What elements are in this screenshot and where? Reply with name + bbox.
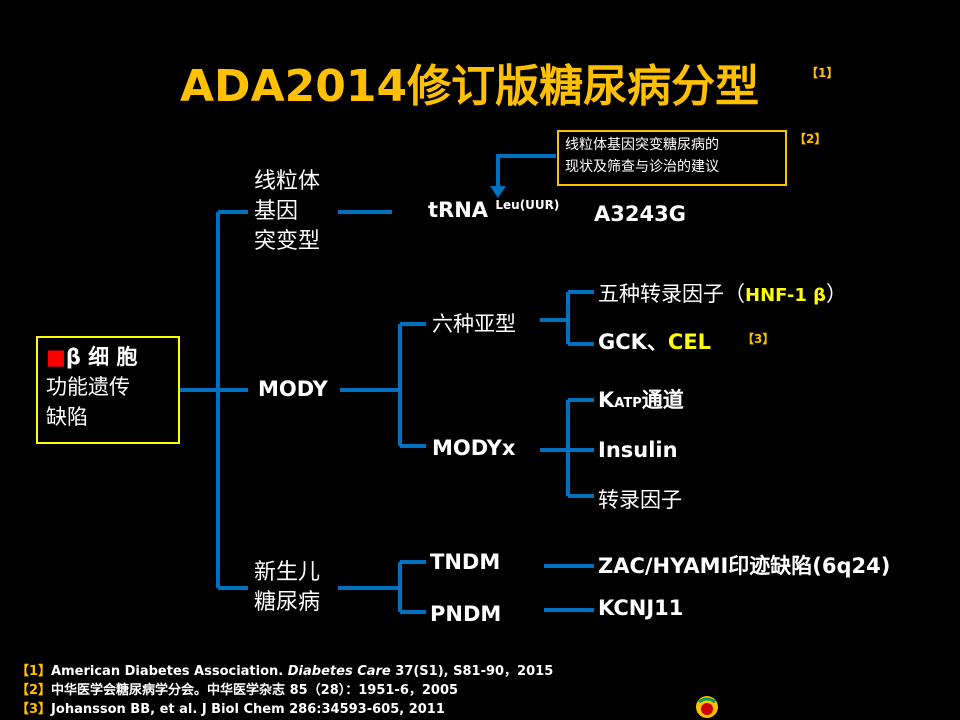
katp-rest: 通道 bbox=[641, 388, 684, 412]
logo-icon bbox=[696, 696, 718, 718]
subtype-modyx: MODYx bbox=[432, 436, 516, 460]
root-line-3: 缺陷 bbox=[46, 405, 88, 429]
note-ref: 【2】 bbox=[794, 132, 827, 146]
item-hnf: 五种转录因子（HNF-1 β） bbox=[598, 278, 847, 308]
mito-line-2: 基因 bbox=[254, 199, 299, 224]
trna-label: tRNA Leu(UUR) bbox=[428, 198, 559, 222]
reference-1: 【1】American Diabetes Association. Diabet… bbox=[16, 660, 553, 679]
page-title: ADA2014修订版糖尿病分型 bbox=[180, 50, 759, 114]
reference-1-pre: American Diabetes Association. bbox=[51, 664, 288, 679]
mito-line-3: 突变型 bbox=[254, 229, 321, 254]
item-pndm-desc: KCNJ11 bbox=[598, 596, 684, 620]
neonatal-line-2: 糖尿病 bbox=[254, 590, 321, 615]
bullet-icon: ■ bbox=[46, 345, 66, 369]
root-line-2: 功能遗传 bbox=[46, 375, 130, 399]
note-line-2: 现状及筛查与诊治的建议 bbox=[565, 159, 719, 175]
subtype-six: 六种亚型 bbox=[432, 312, 516, 336]
katp-k: K bbox=[598, 388, 615, 412]
trna-text: tRNA bbox=[428, 198, 489, 222]
item-hnf-name: HNF-1 β bbox=[745, 285, 827, 306]
note-line-1: 线粒体基因突变糖尿病的 bbox=[565, 137, 719, 153]
katp-sub: ATP bbox=[614, 396, 642, 411]
reference-2-pre: 中华医学会糖尿病学分会。中华医学杂志 85（28）：1951-6，2005 bbox=[51, 683, 459, 698]
note-arrow-head bbox=[490, 186, 506, 198]
item-cel-text: CEL bbox=[667, 330, 712, 354]
neonatal-line-1: 新生儿 bbox=[254, 560, 321, 585]
root-box: ■β 细 胞 功能遗传 缺陷 bbox=[36, 336, 180, 444]
item-katp: KATP通道 bbox=[598, 384, 684, 414]
reference-1-journal: Diabetes Care bbox=[287, 664, 391, 679]
mito-line-1: 线粒体 bbox=[254, 169, 321, 194]
root-line-1: β 细 胞 bbox=[65, 345, 138, 369]
reference-3-key: 【3】 bbox=[16, 702, 52, 717]
item-hnf-close: ） bbox=[826, 282, 848, 306]
trna-superscript: Leu(UUR) bbox=[495, 198, 560, 212]
category-mody: MODY bbox=[258, 377, 328, 401]
category-mito: 线粒体 基因 突变型 bbox=[254, 167, 320, 257]
item-gck-text: GCK、 bbox=[598, 330, 668, 354]
item-tf: 转录因子 bbox=[598, 488, 682, 512]
reference-1-post: 37(S1), S81-90，2015 bbox=[390, 664, 554, 679]
category-neonatal: 新生儿 糖尿病 bbox=[254, 558, 320, 618]
reference-2: 【2】中华医学会糖尿病学分会。中华医学杂志 85（28）：1951-6，2005 bbox=[16, 679, 458, 698]
item-tndm: TNDM bbox=[430, 550, 501, 574]
reference-3: 【3】Johansson BB, et al. J Biol Chem 286:… bbox=[16, 698, 445, 717]
reference-1-key: 【1】 bbox=[16, 664, 52, 679]
item-hnf-text: 五种转录因子（ bbox=[598, 282, 745, 306]
reference-3-pre: Johansson BB, et al. J Biol Chem 286:345… bbox=[51, 702, 445, 717]
item-gck: GCK、CEL bbox=[598, 326, 711, 356]
title-text: ADA2014修订版糖尿病分型 bbox=[180, 61, 760, 112]
item-insulin: Insulin bbox=[598, 438, 678, 462]
item-pndm: PNDM bbox=[430, 602, 502, 626]
reference-2-key: 【2】 bbox=[16, 683, 52, 698]
note-arrow-line bbox=[496, 154, 556, 188]
item-tndm-desc: ZAC/HYAMI印迹缺陷(6q24) bbox=[598, 554, 891, 578]
item-gck-ref: 【3】 bbox=[742, 332, 775, 346]
title-ref: 【1】 bbox=[806, 66, 839, 80]
mutation-label: A3243G bbox=[594, 202, 686, 226]
note-box: 线粒体基因突变糖尿病的 现状及筛查与诊治的建议 bbox=[557, 130, 787, 186]
